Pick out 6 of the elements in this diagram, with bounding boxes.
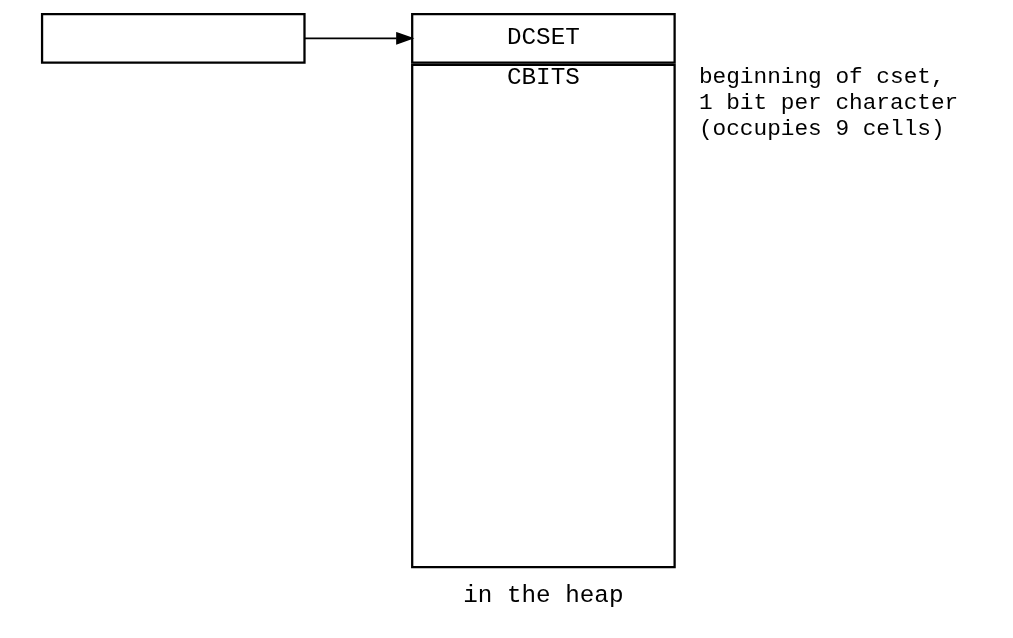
node-label: in the heap xyxy=(462,582,623,610)
node-box: DCSET xyxy=(410,12,676,64)
arrow xyxy=(303,32,414,45)
node-box xyxy=(40,12,306,64)
node-label: beginning of cset, 1 bit per character (occupies 9 cells) xyxy=(698,64,958,142)
node-box: CBITS xyxy=(410,63,676,569)
